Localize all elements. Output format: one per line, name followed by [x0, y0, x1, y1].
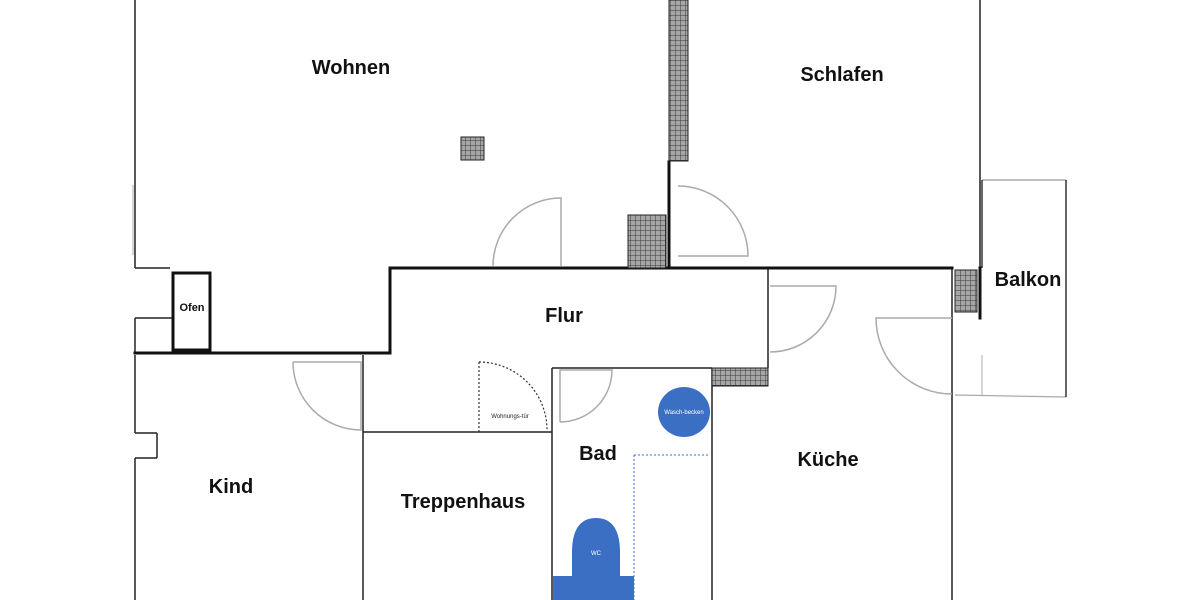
wc-label: WC	[591, 551, 602, 557]
room-label-flur: Flur	[545, 305, 583, 327]
chimney-blocks	[460, 0, 978, 387]
waschbecken-label: Wasch-becken	[664, 410, 703, 416]
room-label-wohnen: Wohnen	[312, 57, 391, 79]
balkon-outline	[981, 179, 1067, 397]
ofen-label: Ofen	[179, 302, 204, 314]
chimney-block-flur	[627, 214, 667, 269]
shower-area	[633, 454, 710, 600]
wc-bowl	[572, 518, 620, 578]
ofen-box	[171, 271, 212, 352]
room-label-schlafen: Schlafen	[800, 64, 883, 86]
wc-tank	[553, 576, 634, 600]
waschbecken-basin	[658, 387, 710, 437]
room-label-bad: Bad	[579, 443, 617, 465]
wohnungstuer-label: Wohnungs-tür	[491, 414, 529, 420]
chimney-block-wohnen	[460, 136, 485, 161]
room-label-treppenhaus: Treppenhaus	[401, 491, 525, 513]
thick-walls	[133, 160, 982, 355]
room-label-kind: Kind	[209, 476, 253, 498]
room-label-balkon: Balkon	[995, 269, 1062, 291]
window-marks	[132, 185, 1067, 398]
chimney-shaft-top	[668, 0, 689, 162]
chimney-block-bad	[711, 367, 769, 387]
door-swings	[292, 185, 953, 431]
entrance-door-swing	[478, 361, 548, 432]
room-label-kueche: Küche	[797, 449, 858, 471]
chimney-block-balkon	[954, 269, 978, 313]
thin-walls	[134, 0, 981, 600]
